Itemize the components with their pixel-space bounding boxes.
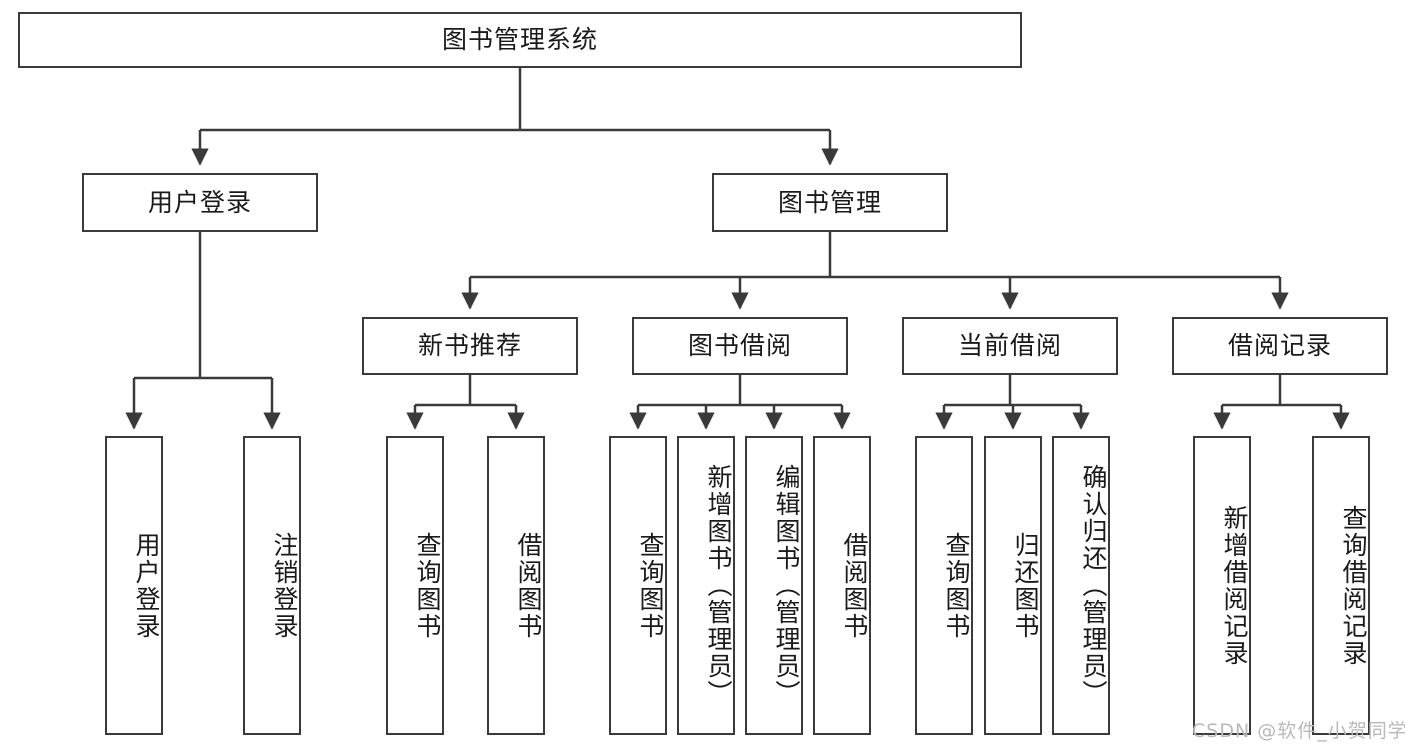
node-label: 当前借阅 <box>957 331 1062 361</box>
root-node-book-management-system[interactable]: 图书管理系统 <box>18 12 1022 68</box>
node-label: 用户登录 <box>132 531 161 640</box>
leaf-node-10[interactable]: 确认归还（管理员） <box>1052 436 1110 735</box>
level3-node-0[interactable]: 新书推荐 <box>362 317 578 375</box>
node-label: 新书推荐 <box>417 331 522 361</box>
level2-node-0[interactable]: 用户登录 <box>82 173 318 232</box>
node-label: 查询图书 <box>942 531 971 640</box>
node-label: 查询图书 <box>413 531 442 640</box>
node-label: 新增借阅记录 <box>1220 504 1249 667</box>
node-label: 借阅记录 <box>1227 331 1332 361</box>
leaf-node-8[interactable]: 查询图书 <box>915 436 973 735</box>
level3-node-3[interactable]: 借阅记录 <box>1172 317 1388 375</box>
leaf-node-2[interactable]: 查询图书 <box>386 436 444 735</box>
level3-node-1[interactable]: 图书借阅 <box>632 317 848 375</box>
node-label: 注销登录 <box>270 531 299 640</box>
csdn-watermark: CSDN @软件_小贺同学 <box>1192 720 1405 742</box>
node-label: 图书管理系统 <box>441 25 598 55</box>
level2-node-1[interactable]: 图书管理 <box>712 173 948 232</box>
leaf-node-1[interactable]: 注销登录 <box>243 436 301 735</box>
node-label: 新增图书（管理员） <box>704 464 733 707</box>
node-label: 图书管理 <box>777 187 882 217</box>
leaf-node-9[interactable]: 归还图书 <box>984 436 1042 735</box>
leaf-node-4[interactable]: 查询图书 <box>609 436 667 735</box>
node-label: 查询图书 <box>636 531 665 640</box>
node-label: 图书借阅 <box>687 331 792 361</box>
node-label: 编辑图书（管理员） <box>772 464 801 707</box>
level3-node-2[interactable]: 当前借阅 <box>902 317 1118 375</box>
leaf-node-5[interactable]: 新增图书（管理员） <box>677 436 735 735</box>
node-label: 查询借阅记录 <box>1339 504 1368 667</box>
leaf-node-6[interactable]: 编辑图书（管理员） <box>745 436 803 735</box>
node-label: 归还图书 <box>1011 531 1040 640</box>
node-label: 确认归还（管理员） <box>1079 464 1108 707</box>
leaf-node-11[interactable]: 新增借阅记录 <box>1193 436 1251 735</box>
leaf-node-3[interactable]: 借阅图书 <box>487 436 545 735</box>
leaf-node-0[interactable]: 用户登录 <box>105 436 163 735</box>
node-label: 借阅图书 <box>514 531 543 640</box>
leaf-node-7[interactable]: 借阅图书 <box>813 436 871 735</box>
node-label: 用户登录 <box>147 187 252 217</box>
node-label: 借阅图书 <box>840 531 869 640</box>
leaf-node-12[interactable]: 查询借阅记录 <box>1312 436 1370 735</box>
